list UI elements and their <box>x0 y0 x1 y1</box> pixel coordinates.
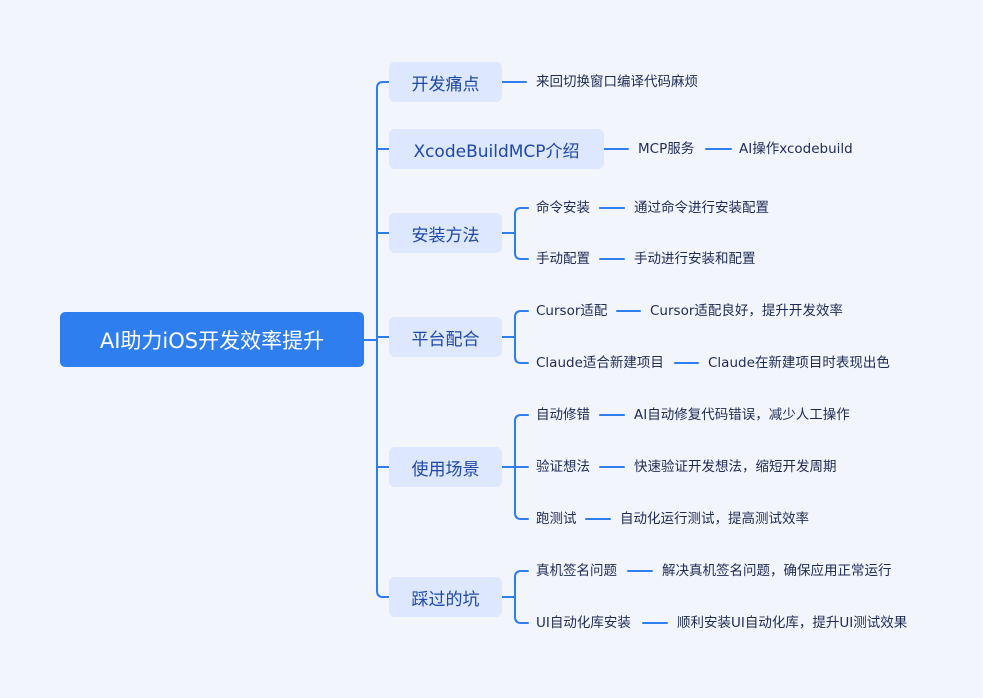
branch-node[interactable]: 安装方法 <box>389 213 502 253</box>
topic-node[interactable]: Cursor适配 <box>536 303 608 319</box>
branch-node[interactable]: 平台配合 <box>389 317 502 357</box>
branch-node[interactable]: 使用场景 <box>389 447 502 487</box>
detail-node[interactable]: 顺利安装UI自动化库，提升UI测试效果 <box>677 615 908 631</box>
detail-node[interactable]: 自动化运行测试，提高测试效率 <box>620 511 809 527</box>
branch-node[interactable]: 踩过的坑 <box>389 577 502 617</box>
detail-node[interactable]: AI操作xcodebuild <box>739 141 853 157</box>
topic-node[interactable]: 验证想法 <box>536 459 590 475</box>
detail-node[interactable]: 解决真机签名问题，确保应用正常运行 <box>662 563 892 579</box>
detail-node[interactable]: 快速验证开发想法，缩短开发周期 <box>634 459 837 475</box>
detail-node[interactable]: Cursor适配良好，提升开发效率 <box>650 303 843 319</box>
detail-node[interactable]: 手动进行安装和配置 <box>634 251 756 267</box>
topic-node[interactable]: 真机签名问题 <box>536 563 617 579</box>
detail-node[interactable]: 通过命令进行安装配置 <box>634 200 769 216</box>
root-node[interactable]: AI助力iOS开发效率提升 <box>60 312 364 367</box>
topic-node[interactable]: MCP服务 <box>638 141 695 157</box>
topic-node[interactable]: Claude适合新建项目 <box>536 355 664 371</box>
topic-node[interactable]: 命令安装 <box>536 200 590 216</box>
detail-node[interactable]: AI自动修复代码错误，减少人工操作 <box>634 407 850 423</box>
topic-node[interactable]: 手动配置 <box>536 251 590 267</box>
branch-node[interactable]: XcodeBuildMCP介绍 <box>389 129 604 169</box>
topic-node[interactable]: 自动修错 <box>536 407 590 423</box>
detail-node[interactable]: Claude在新建项目时表现出色 <box>708 355 890 371</box>
topic-node[interactable]: UI自动化库安装 <box>536 615 631 631</box>
branch-node[interactable]: 开发痛点 <box>389 62 502 102</box>
topic-node[interactable]: 来回切换窗口编译代码麻烦 <box>536 74 698 90</box>
topic-node[interactable]: 跑测试 <box>536 511 577 527</box>
